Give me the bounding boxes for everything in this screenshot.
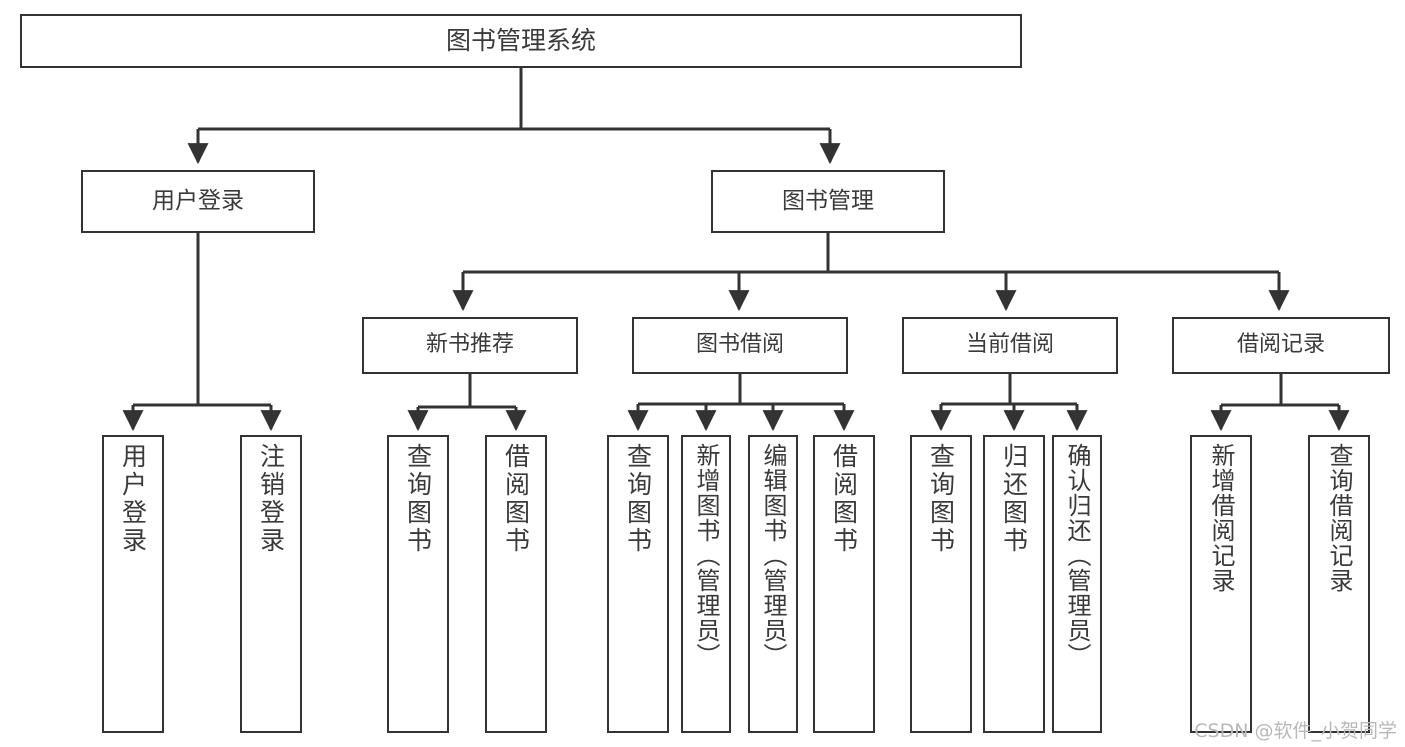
- node-leaf-borrow-book-1-label: 借阅图书: [501, 443, 531, 555]
- node-leaf-confirm-return-label: 确认归还（管理员）: [1063, 443, 1091, 668]
- node-leaf-add-record[interactable]: 新增借阅记录: [1190, 435, 1252, 733]
- node-leaf-add-book-label: 新增图书（管理员）: [692, 443, 720, 668]
- node-leaf-query-record-label: 查询借阅记录: [1325, 443, 1353, 593]
- node-leaf-query-book-1-label: 查询图书: [403, 443, 433, 555]
- node-leaf-confirm-return[interactable]: 确认归还（管理员）: [1052, 435, 1102, 733]
- node-leaf-borrow-book-1[interactable]: 借阅图书: [485, 435, 547, 733]
- node-leaf-borrow-book-2-label: 借阅图书: [829, 443, 859, 555]
- node-leaf-query-book-1[interactable]: 查询图书: [387, 435, 449, 733]
- node-leaf-query-book-3-label: 查询图书: [926, 443, 956, 555]
- node-leaf-user-login-label: 用户登录: [118, 443, 148, 555]
- node-root[interactable]: 图书管理系统: [20, 14, 1022, 68]
- node-new-book-rec-label: 新书推荐: [425, 332, 514, 358]
- node-leaf-query-book-2[interactable]: 查询图书: [607, 435, 669, 733]
- node-borrow-record[interactable]: 借阅记录: [1172, 317, 1390, 374]
- node-leaf-edit-book[interactable]: 编辑图书（管理员）: [748, 435, 798, 733]
- node-leaf-query-record[interactable]: 查询借阅记录: [1308, 435, 1370, 733]
- node-root-label: 图书管理系统: [445, 26, 596, 55]
- node-user-login-label: 用户登录: [152, 187, 244, 214]
- node-user-login[interactable]: 用户登录: [81, 170, 315, 233]
- node-leaf-user-login[interactable]: 用户登录: [102, 435, 164, 733]
- node-leaf-logout[interactable]: 注销登录: [240, 435, 302, 733]
- node-book-borrow[interactable]: 图书借阅: [632, 317, 848, 374]
- node-leaf-query-book-2-label: 查询图书: [623, 443, 653, 555]
- node-leaf-add-record-label: 新增借阅记录: [1207, 443, 1235, 593]
- node-borrow-record-label: 借阅记录: [1236, 332, 1325, 358]
- node-current-borrow-label: 当前借阅: [965, 332, 1054, 358]
- node-leaf-return-book[interactable]: 归还图书: [983, 435, 1045, 733]
- node-book-borrow-label: 图书借阅: [695, 332, 784, 358]
- node-book-mgmt[interactable]: 图书管理: [711, 170, 945, 233]
- node-book-mgmt-label: 图书管理: [782, 187, 874, 214]
- node-leaf-return-book-label: 归还图书: [999, 443, 1029, 555]
- node-leaf-borrow-book-2[interactable]: 借阅图书: [813, 435, 875, 733]
- watermark: CSDN @软件_小贺同学: [1194, 720, 1397, 742]
- node-leaf-edit-book-label: 编辑图书（管理员）: [759, 443, 787, 668]
- node-leaf-query-book-3[interactable]: 查询图书: [910, 435, 972, 733]
- node-new-book-rec[interactable]: 新书推荐: [362, 317, 578, 374]
- node-leaf-logout-label: 注销登录: [256, 443, 286, 555]
- node-leaf-add-book[interactable]: 新增图书（管理员）: [681, 435, 731, 733]
- node-current-borrow[interactable]: 当前借阅: [902, 317, 1118, 374]
